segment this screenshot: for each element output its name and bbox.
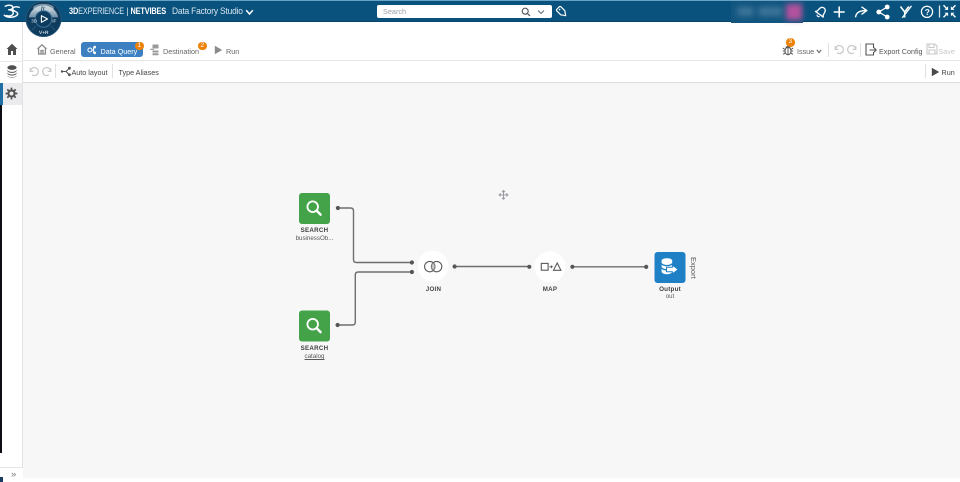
svg-text:iF: iF [52, 19, 56, 24]
svg-text:fr: fr [41, 5, 46, 12]
svg-text:3D: 3D [31, 19, 38, 24]
svg-text:V+R: V+R [39, 30, 49, 36]
svg-text:?: ? [925, 7, 930, 17]
